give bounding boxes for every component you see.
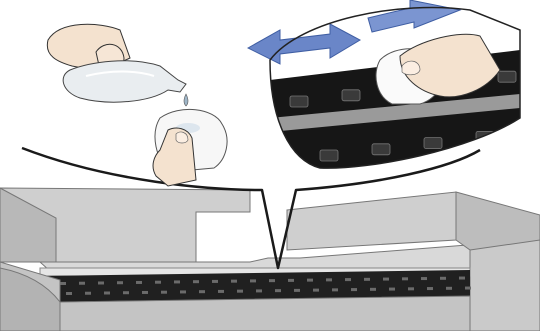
platen-hole [326, 278, 332, 281]
platen-hole [174, 280, 180, 283]
platen-hole [256, 289, 262, 292]
platen-hole [370, 288, 376, 291]
platen-hole [440, 277, 446, 280]
platen-hole [269, 279, 275, 282]
roller-pad [424, 138, 442, 149]
platen-hole [389, 288, 395, 291]
platen-hole [218, 290, 224, 293]
platen-hole [142, 291, 148, 294]
roller-pad [320, 150, 338, 161]
platen-hole [180, 290, 186, 293]
roller-pad [372, 144, 390, 155]
platen-hole [364, 278, 370, 281]
platen-hole [288, 279, 294, 282]
platen-hole [123, 291, 129, 294]
platen-hole [275, 289, 281, 292]
platen-hole [136, 281, 142, 284]
roller-pad [498, 71, 516, 82]
platen-hole [459, 277, 465, 280]
roller-pad [290, 96, 308, 107]
platen-hole [250, 279, 256, 282]
drop-icon [184, 94, 188, 106]
platen-hole [465, 287, 471, 290]
roller-pad [528, 125, 540, 136]
bottle-hand-group [47, 24, 227, 186]
platen-hole [237, 290, 243, 293]
platen-hole [199, 290, 205, 293]
platen-hole [421, 277, 427, 280]
bottle-icon [63, 61, 186, 102]
platen-hole [402, 277, 408, 280]
platen-hole [294, 289, 300, 292]
platen-hole [117, 281, 123, 284]
roller-pad [342, 90, 360, 101]
platen-hole [231, 280, 237, 283]
platen-hole [351, 288, 357, 291]
platen-hole [60, 282, 66, 285]
platen-hole [155, 281, 161, 284]
platen-hole [98, 281, 104, 284]
platen-hole [345, 278, 351, 281]
printer-back-panel-right [287, 192, 456, 250]
platen-hole [85, 292, 91, 295]
platen-hole [408, 287, 414, 290]
platen-hole [79, 282, 85, 285]
platen-hole [212, 280, 218, 283]
platen-hole [161, 291, 167, 294]
platen-hole [383, 278, 389, 281]
platen-hole [66, 292, 72, 295]
platen-hole [332, 288, 338, 291]
platen-hole [307, 279, 313, 282]
platen-hole [427, 287, 433, 290]
printer-body [0, 188, 540, 331]
printer-right-endcap-face [470, 240, 540, 331]
platen-hole [313, 289, 319, 292]
platen-closeup [248, 0, 540, 180]
platen-hole [193, 280, 199, 283]
platen-hole [104, 291, 110, 294]
fingernail-right [402, 61, 420, 75]
platen-hole [446, 287, 452, 290]
